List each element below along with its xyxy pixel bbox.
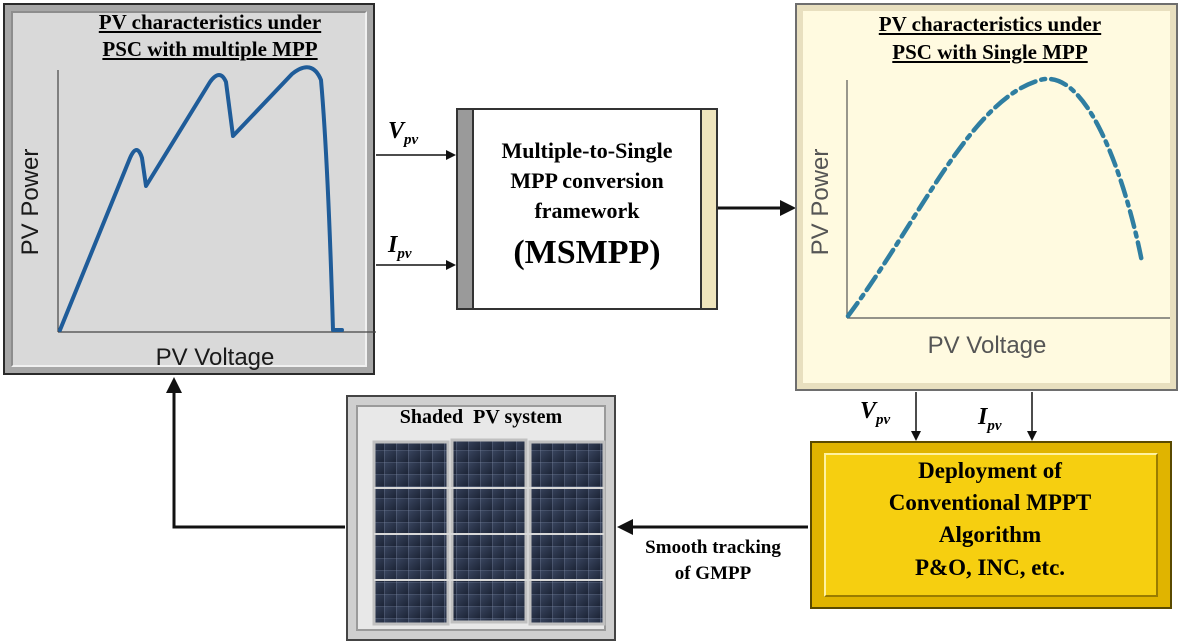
mppt-line3: Algorithm [938, 522, 1042, 547]
multi-mpp-title-line1: PV characteristics under [98, 10, 322, 34]
vpv-label-main: V [388, 118, 405, 144]
multi-mpp-xlabel: PV Voltage [155, 344, 275, 371]
mppt-algorithm-box-inner [824, 453, 1158, 597]
ipv-label: Ipv [388, 232, 412, 263]
converter-line4: (MSMPP) [513, 234, 661, 271]
right-ipv-label-main: I [978, 404, 988, 430]
pv-system-label: Shaded PV system [399, 406, 563, 428]
vpv-label-sub: pv [404, 131, 419, 148]
converter-left-bar [458, 110, 474, 308]
multi-mpp-plot [57, 65, 376, 333]
converter-right-bar [700, 110, 716, 308]
multi-mpp-curve [58, 65, 344, 332]
vpv-label: Vpv [388, 118, 418, 149]
right-ipv-label: Ipv [978, 404, 1002, 435]
single-mpp-panel [795, 3, 1178, 391]
converter-line2: MPP conversion [510, 168, 664, 193]
msmpp-framework-box [456, 108, 718, 310]
mppt-algorithm-box [810, 441, 1172, 609]
single-mpp-plot [845, 76, 1170, 319]
pv-panel-array [372, 438, 606, 626]
single-mpp-title-line2: PSC with Single MPP [892, 40, 1088, 64]
right-vpv-label-main: V [860, 398, 877, 424]
pv-to-multi-arrow [166, 377, 345, 529]
mppt-line1: Deployment of [918, 458, 1062, 483]
mppt-line4: P&O, INC, etc. [914, 555, 1066, 580]
single-mpp-title-line1: PV characteristics under [878, 12, 1102, 36]
tracking-line2: of GMPP [674, 563, 752, 584]
right-vpv-label-sub: pv [876, 411, 891, 428]
single-mpp-panel-inner [803, 11, 1170, 383]
right-vpv-label: Vpv [860, 398, 890, 429]
right-ipv-label-sub: pv [987, 417, 1002, 434]
ipv-label-main: I [388, 232, 398, 258]
multi-mpp-title-line2: PSC with multiple MPP [102, 37, 318, 61]
converter-line1: Multiple-to-Single [501, 138, 673, 163]
single-mpp-xlabel: PV Voltage [927, 332, 1047, 359]
pv-module-2 [450, 438, 528, 624]
single-mpp-curve [845, 76, 1145, 319]
mppt-line2: Conventional MPPT [888, 490, 1092, 515]
converter-line3: framework [534, 198, 640, 223]
ipv-label-sub: pv [397, 245, 412, 262]
tracking-line1: Smooth tracking [645, 537, 781, 558]
single-mpp-ylabel: PV Power [807, 148, 834, 256]
